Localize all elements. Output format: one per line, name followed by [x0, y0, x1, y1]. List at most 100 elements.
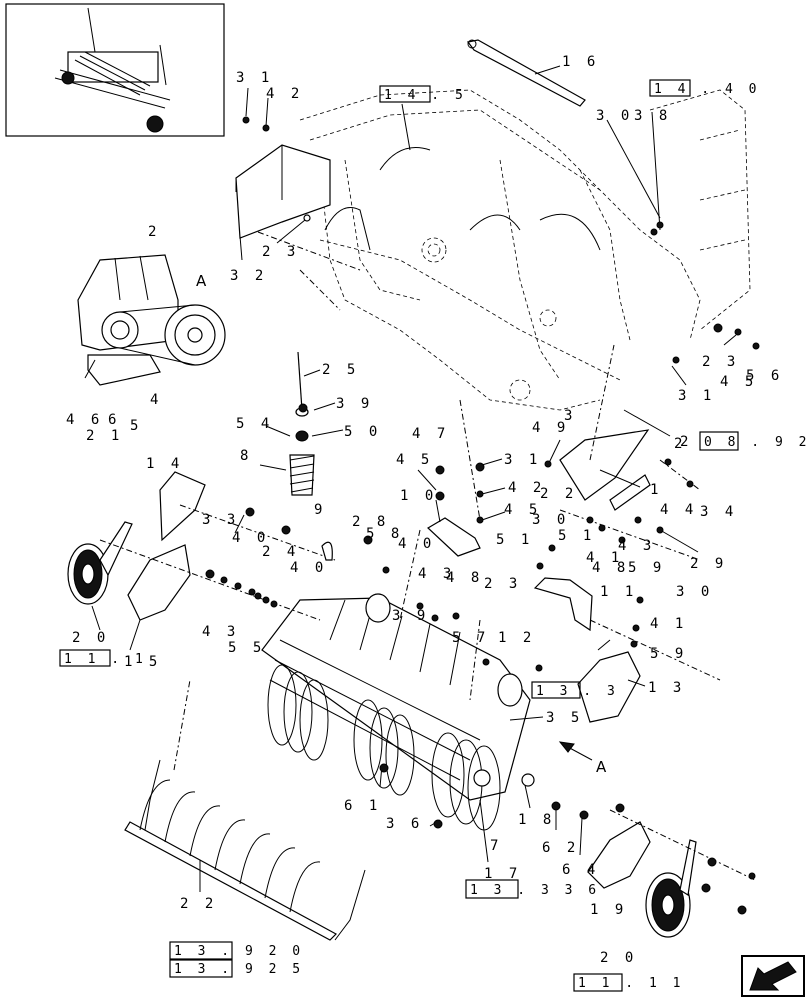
callout-label: 1 1 — [600, 584, 637, 600]
callout-label: 1 9 — [590, 902, 627, 918]
callout-label: 5 1 — [558, 528, 595, 544]
callout-label: 1 — [650, 482, 662, 498]
reference-label: 1 3 . 9 2 5 — [174, 962, 304, 977]
cross-reference-boxes: 1 4 . 5 1 4 . 4 0 0 8 . 9 2 2 1 1 . 1 1 … — [59, 79, 806, 992]
view-letter: A — [596, 758, 607, 776]
callout-label: 6 4 — [562, 862, 599, 878]
callout-label: 4 — [150, 392, 162, 408]
reference-box[interactable] — [531, 681, 581, 699]
upper-guard — [559, 429, 651, 511]
callout-label: 1 7 — [484, 866, 521, 882]
callout-label: 9 — [314, 502, 326, 518]
callout-label: 4 5 — [720, 374, 757, 390]
callout-label: 4 7 — [412, 426, 449, 442]
callout-label: 2 — [674, 436, 686, 452]
callout-label: 3 6 — [386, 816, 423, 832]
callout-label: 3 5 — [546, 710, 583, 726]
callout-label: 2 0 — [600, 950, 637, 966]
callout-label: 2 — [680, 434, 692, 450]
callout-label: 4 0 — [398, 536, 435, 552]
callout-label: 4 9 — [532, 420, 569, 436]
hardware-fasteners — [205, 116, 760, 915]
leader-lines — [91, 65, 756, 892]
callout-label: 8 — [240, 448, 252, 464]
pickup-rotor — [261, 593, 531, 831]
callout-label: 4 6 — [66, 412, 103, 428]
reference-box[interactable] — [379, 85, 431, 103]
callout-label: 3 1 — [504, 452, 541, 468]
callout-label: 2 1 — [86, 428, 123, 444]
callout-label: 2 9 — [690, 556, 727, 572]
callout-label: 4 8 — [592, 560, 629, 576]
callout-label: 4 5 — [396, 452, 433, 468]
reference-box[interactable] — [169, 941, 233, 960]
callout-label: 6 1 — [344, 798, 381, 814]
tine-bar-assembly — [124, 759, 366, 941]
callout-label: 7 — [490, 838, 502, 854]
callout-label: 4 2 — [266, 86, 303, 102]
callout-label: 1 4 — [146, 456, 183, 472]
callout-label: 5 9 — [628, 560, 665, 576]
callout-label: 5 9 — [650, 646, 687, 662]
reference-box[interactable] — [59, 649, 111, 667]
reference-label: 1 1 . 1 — [64, 652, 147, 667]
callout-label: 3 0 — [532, 512, 569, 528]
left-gauge-wheel — [67, 521, 133, 605]
baler-frame-outline — [299, 89, 751, 411]
callout-label: 2 4 — [262, 544, 299, 560]
reference-box[interactable] — [169, 959, 233, 978]
callout-label: 5 — [130, 418, 142, 434]
callout-label: 3 3 — [202, 512, 239, 528]
reference-box[interactable] — [465, 879, 519, 899]
callout-label: 4 8 — [446, 570, 483, 586]
callout-label: 1 6 — [562, 54, 599, 70]
reference-box[interactable] — [649, 79, 691, 97]
callout-label: 4 5 — [504, 502, 541, 518]
callout-label: 3 8 — [634, 108, 671, 124]
reference-label: 1 1 . 1 1 — [578, 976, 684, 991]
reference-box[interactable] — [699, 431, 739, 451]
callout-label: 5 0 — [344, 424, 381, 440]
callout-label: 2 2 — [540, 486, 577, 502]
left-gauge-wheel-plate — [127, 544, 191, 621]
callout-label: 4 0 — [232, 530, 269, 546]
callout-label: 6 — [108, 412, 120, 428]
reference-label: 1 4 . 4 0 — [654, 82, 760, 97]
callout-label: 4 3 — [418, 566, 455, 582]
previous-page-arrow-icon[interactable] — [741, 955, 805, 997]
callout-label: 5 7 — [452, 630, 489, 646]
support-rod — [466, 39, 586, 107]
callout-label: 4 3 — [202, 624, 239, 640]
callout-label: 3 1 — [236, 70, 273, 86]
callout-label: 5 5 — [228, 640, 265, 656]
callout-label: 4 4 — [660, 502, 697, 518]
inset-overview-thumbnail — [5, 3, 225, 137]
callout-label: 5 6 — [746, 368, 783, 384]
right-gauge-wheel-plate — [587, 821, 651, 889]
callout-label: 5 4 — [236, 416, 273, 432]
callout-label: 6 2 — [542, 840, 579, 856]
callout-label: 3 2 — [230, 268, 267, 284]
callout-label: 2 3 — [262, 244, 299, 260]
reference-label: 1 3 . 3 — [536, 684, 619, 699]
callout-label: 3 9 — [336, 396, 373, 412]
callout-label: 4 0 — [290, 560, 327, 576]
callout-label: 2 0 — [72, 630, 109, 646]
callout-label: 3 9 — [392, 608, 429, 624]
side-shield — [235, 144, 331, 239]
reference-label: 1 3 . 3 3 6 — [470, 883, 600, 898]
callout-label: 1 0 — [400, 488, 437, 504]
callout-label: 4 1 — [586, 550, 623, 566]
callout-label: 2 5 — [322, 362, 359, 378]
reference-box[interactable] — [573, 973, 623, 992]
view-letter: A — [196, 272, 207, 290]
drive-subassembly — [77, 254, 226, 386]
callout-label: 2 3 — [484, 576, 521, 592]
callout-label: 2 2 — [180, 896, 217, 912]
callout-label: 3 0 — [676, 584, 713, 600]
callout-label: 5 1 — [496, 532, 533, 548]
baler-overview-thumbnail-icon — [54, 7, 171, 133]
callout-labels: 3 1 4 2 1 6 3 0 3 8 2 3 3 2 2 4 6 6 2 1 … — [66, 54, 783, 966]
right-gauge-wheel — [645, 839, 697, 938]
